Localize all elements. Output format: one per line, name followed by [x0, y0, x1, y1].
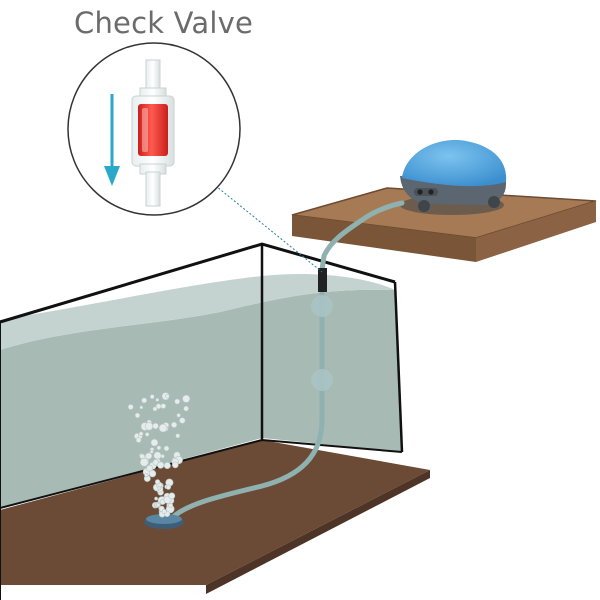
air-stone-icon	[144, 514, 184, 529]
bubble	[179, 417, 186, 424]
bubble	[165, 484, 171, 490]
bubble	[156, 445, 162, 451]
bubble	[144, 473, 149, 478]
bubble	[141, 397, 148, 404]
bubble	[163, 461, 171, 469]
bubble	[152, 406, 158, 412]
bubbles	[127, 392, 191, 518]
bubble	[127, 404, 134, 410]
bubble	[152, 422, 159, 430]
bubble	[149, 394, 155, 400]
flow-direction-arrow-icon	[104, 94, 120, 186]
bubble	[144, 422, 154, 431]
bubble	[157, 486, 162, 491]
bubble	[160, 403, 167, 409]
bubble	[145, 432, 150, 437]
bubble	[174, 398, 181, 405]
check-valve-icon	[131, 59, 175, 207]
bubble	[175, 433, 181, 439]
bubble	[150, 438, 159, 447]
bubble	[157, 461, 165, 469]
bubble	[155, 403, 162, 410]
bubble	[134, 412, 141, 419]
air-tubing	[169, 200, 405, 521]
bubble	[145, 452, 153, 460]
bubble	[154, 496, 158, 501]
bubble	[153, 451, 162, 460]
bubble	[168, 492, 176, 500]
bubble	[182, 394, 191, 403]
check-valve-on-tube	[318, 268, 327, 292]
bubble	[139, 457, 149, 467]
bubble	[149, 449, 154, 454]
bubble	[155, 397, 160, 402]
bubble	[158, 423, 168, 433]
bubble	[165, 393, 170, 399]
bubble	[148, 469, 157, 478]
bubble	[135, 437, 142, 443]
air-pump-icon	[400, 140, 507, 215]
bubble	[172, 461, 179, 469]
callout-leader-line	[205, 177, 323, 273]
aquarium-tank	[0, 242, 430, 594]
bubble	[183, 405, 189, 412]
bubble	[155, 479, 161, 485]
bubble	[156, 502, 161, 507]
bubble	[161, 508, 167, 514]
suction-cup-icon	[311, 369, 333, 391]
check-valve-zoom-callout	[67, 42, 241, 216]
suction-cup-icon	[311, 295, 333, 317]
bubble	[139, 405, 144, 410]
bubble	[163, 445, 170, 452]
bubble	[138, 431, 144, 437]
bubble	[171, 421, 178, 429]
bubble	[176, 413, 181, 418]
callout-title: Check Valve	[74, 6, 254, 40]
